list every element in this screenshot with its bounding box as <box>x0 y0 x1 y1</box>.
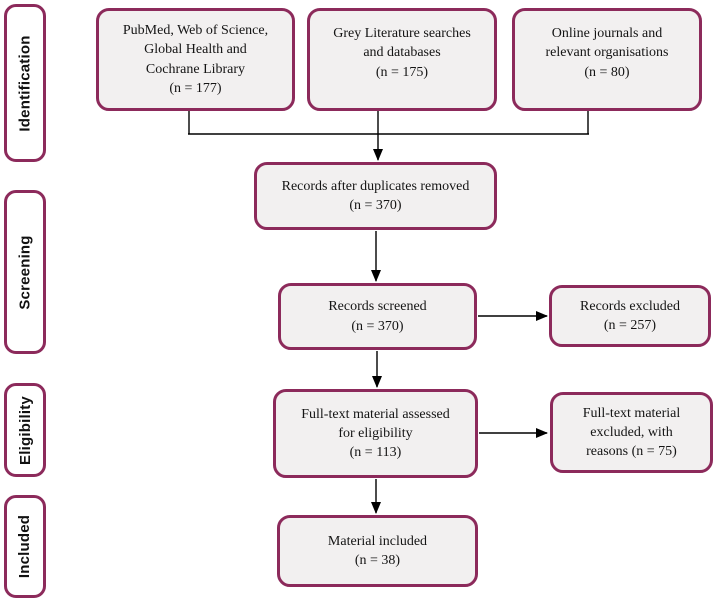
box-online-journals-text: Online journals and relevant organisatio… <box>545 26 669 80</box>
stage-screening: Screening <box>4 190 46 354</box>
stage-screening-label: Screening <box>16 234 34 310</box>
stage-identification: Identification <box>4 4 46 162</box>
box-fulltext-excluded-text: Full-text material excluded, with reason… <box>582 405 681 460</box>
box-database-sources: PubMed, Web of Science, Global Health an… <box>96 8 295 111</box>
box-material-included-text: Material included (n = 38) <box>327 533 428 568</box>
stage-included: Included <box>4 495 46 598</box>
box-fulltext-assessed-text: Full-text material assessed for eligibil… <box>301 406 450 461</box>
box-records-screened-text: Records screened (n = 370) <box>328 299 427 334</box>
box-online-journals: Online journals and relevant organisatio… <box>512 8 702 111</box>
stage-included-label: Included <box>16 514 34 579</box>
stage-eligibility-label: Eligibility <box>16 395 34 465</box>
box-duplicates-removed-text: Records after duplicates removed (n = 37… <box>281 178 470 213</box>
box-grey-literature-text: Grey Literature searches and databases (… <box>333 26 471 80</box>
box-records-excluded: Records excluded (n = 257) <box>549 285 711 347</box>
box-records-excluded-text: Records excluded (n = 257) <box>580 298 680 333</box>
box-fulltext-excluded: Full-text material excluded, with reason… <box>550 392 713 473</box>
stage-eligibility: Eligibility <box>4 383 46 477</box>
box-records-screened: Records screened (n = 370) <box>278 283 477 350</box>
box-grey-literature: Grey Literature searches and databases (… <box>307 8 497 111</box>
box-database-sources-text: PubMed, Web of Science, Global Health an… <box>122 22 269 96</box>
box-duplicates-removed: Records after duplicates removed (n = 37… <box>254 162 497 230</box>
box-fulltext-assessed: Full-text material assessed for eligibil… <box>273 389 478 478</box>
stage-identification-label: Identification <box>16 34 34 132</box>
box-material-included: Material included (n = 38) <box>277 515 478 587</box>
